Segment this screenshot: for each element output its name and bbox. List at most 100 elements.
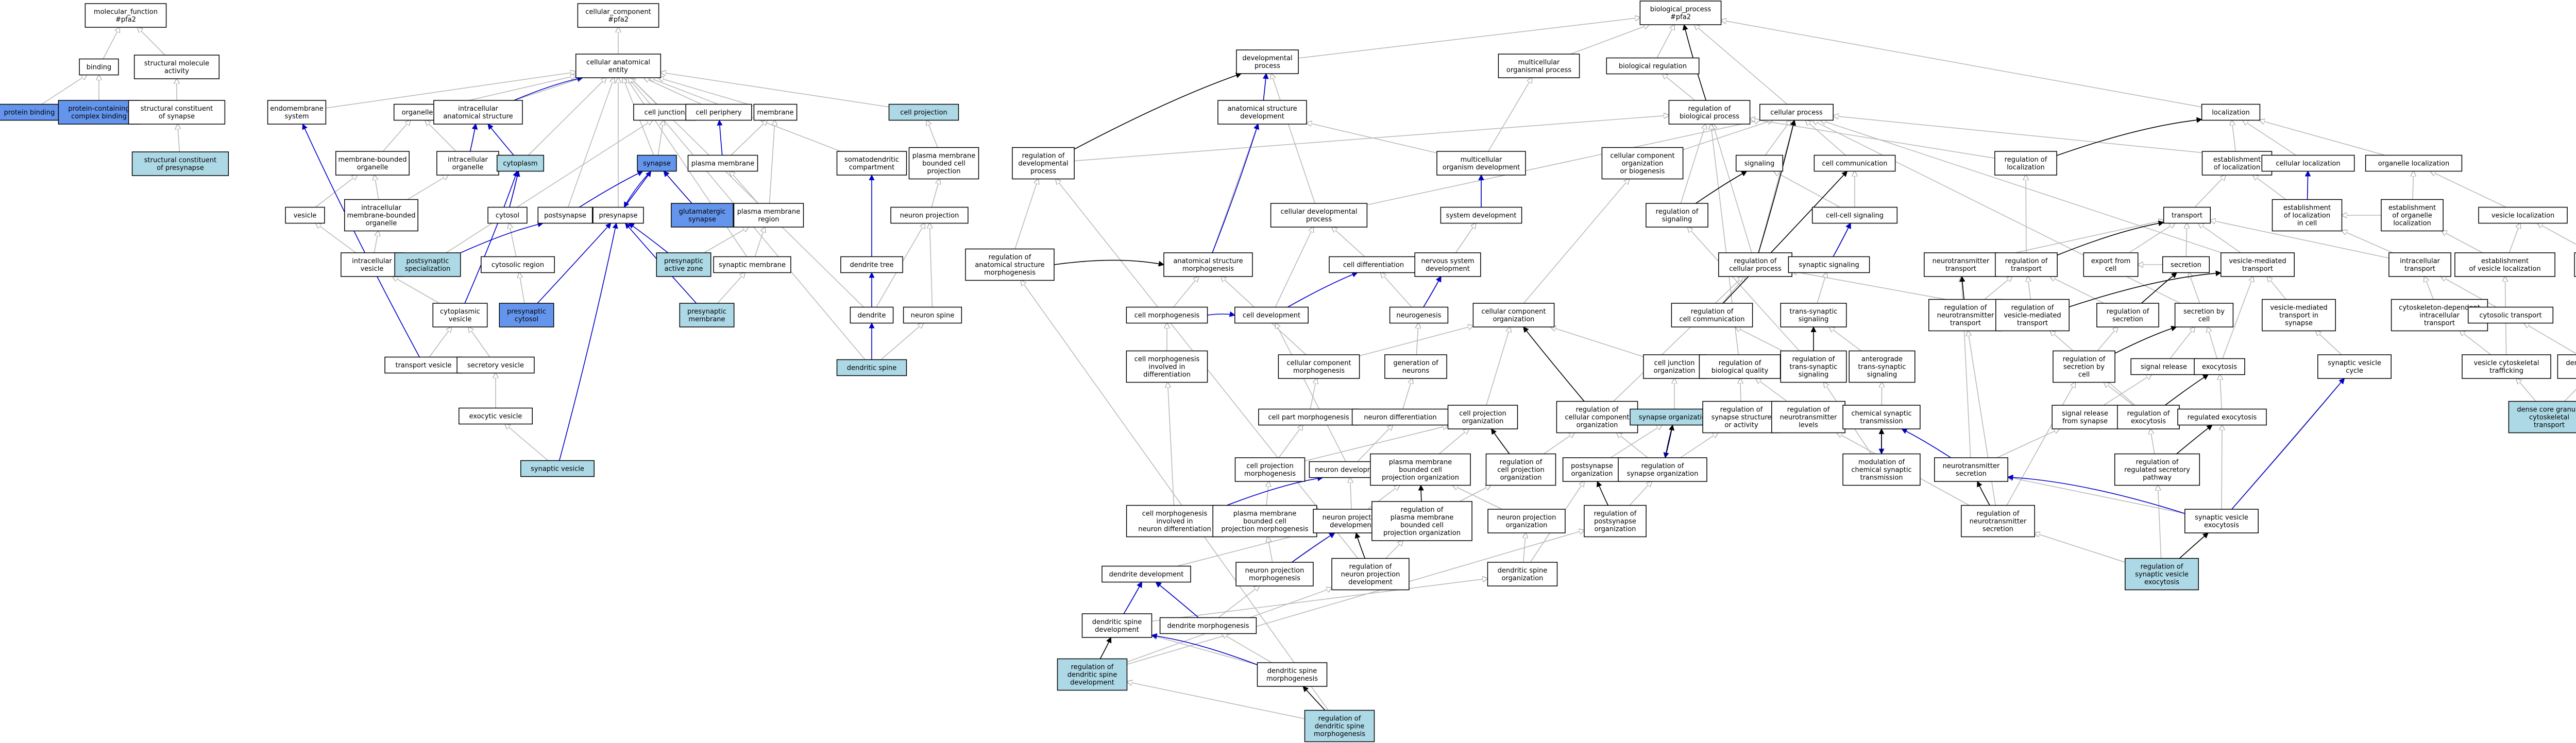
go-term-node[interactable]: neuron projection [890, 206, 969, 224]
go-term-node[interactable]: cell communication [1814, 154, 1896, 172]
go-term-node[interactable]: vesicle localization [2478, 206, 2568, 224]
go-term-node[interactable]: dendrite development [1101, 565, 1191, 583]
go-term-node[interactable]: cell development [1234, 306, 1309, 324]
go-term-node[interactable]: cellular process [1759, 103, 1834, 121]
go-term-node[interactable]: cell morphogenesis [1126, 306, 1208, 324]
go-term-node[interactable]: localization [2201, 103, 2261, 121]
go-term-node[interactable]: plasma membrane [687, 154, 758, 172]
go-term-node[interactable]: signal release [2130, 358, 2197, 375]
go-term-node[interactable]: cell periphery [685, 103, 752, 121]
go-term-node[interactable]: cell-cell signaling [1811, 206, 1898, 224]
go-term-node[interactable]: cellular_component#pfa2 [577, 3, 659, 28]
go-term-node[interactable]: cell part morphogenesis [1258, 408, 1359, 426]
go-term-node[interactable]: neurogenesis [1389, 306, 1449, 324]
go-term-node[interactable]: dendritic spine [836, 359, 907, 376]
go-term-node[interactable]: cell differentiation [1329, 256, 1418, 273]
go-term-node[interactable]: organelle localization [2365, 154, 2463, 172]
go-term-node[interactable]: cellular localization [2261, 154, 2355, 172]
go-term-node[interactable]: cytoplasm [496, 154, 545, 172]
go-term-node[interactable]: exocytosis [2194, 358, 2245, 375]
go-term-node[interactable]: dendrite morphogenesis [1159, 617, 1257, 634]
go-term-node[interactable]: neuron spine [903, 306, 962, 324]
go-term-node[interactable]: transport vesicle [384, 356, 463, 374]
go-term-node[interactable]: membrane [753, 103, 798, 121]
go-term-node[interactable]: cell junction [633, 103, 696, 121]
go-term-node[interactable]: regulated exocytosis [2177, 408, 2267, 426]
go-term-node[interactable]: cytosolic transport [2467, 306, 2554, 324]
go-term-node[interactable]: dendrite [850, 306, 894, 324]
go-term-node[interactable]: synapse [637, 154, 677, 172]
go-term-node[interactable]: binding [79, 58, 119, 76]
go-term-node[interactable]: cytosolic region [481, 256, 555, 273]
go-term-node[interactable]: vesicle [285, 206, 325, 224]
go-term-node[interactable]: cell projection [888, 103, 959, 121]
go-term-node[interactable]: secretion [2162, 256, 2210, 273]
go-term-node[interactable]: secretory vesicle [456, 356, 535, 374]
go-term-node[interactable]: signaling [1735, 154, 1784, 172]
go-term-node[interactable]: system development [1440, 206, 1522, 224]
go-term-node[interactable]: synaptic membrane [713, 256, 791, 273]
